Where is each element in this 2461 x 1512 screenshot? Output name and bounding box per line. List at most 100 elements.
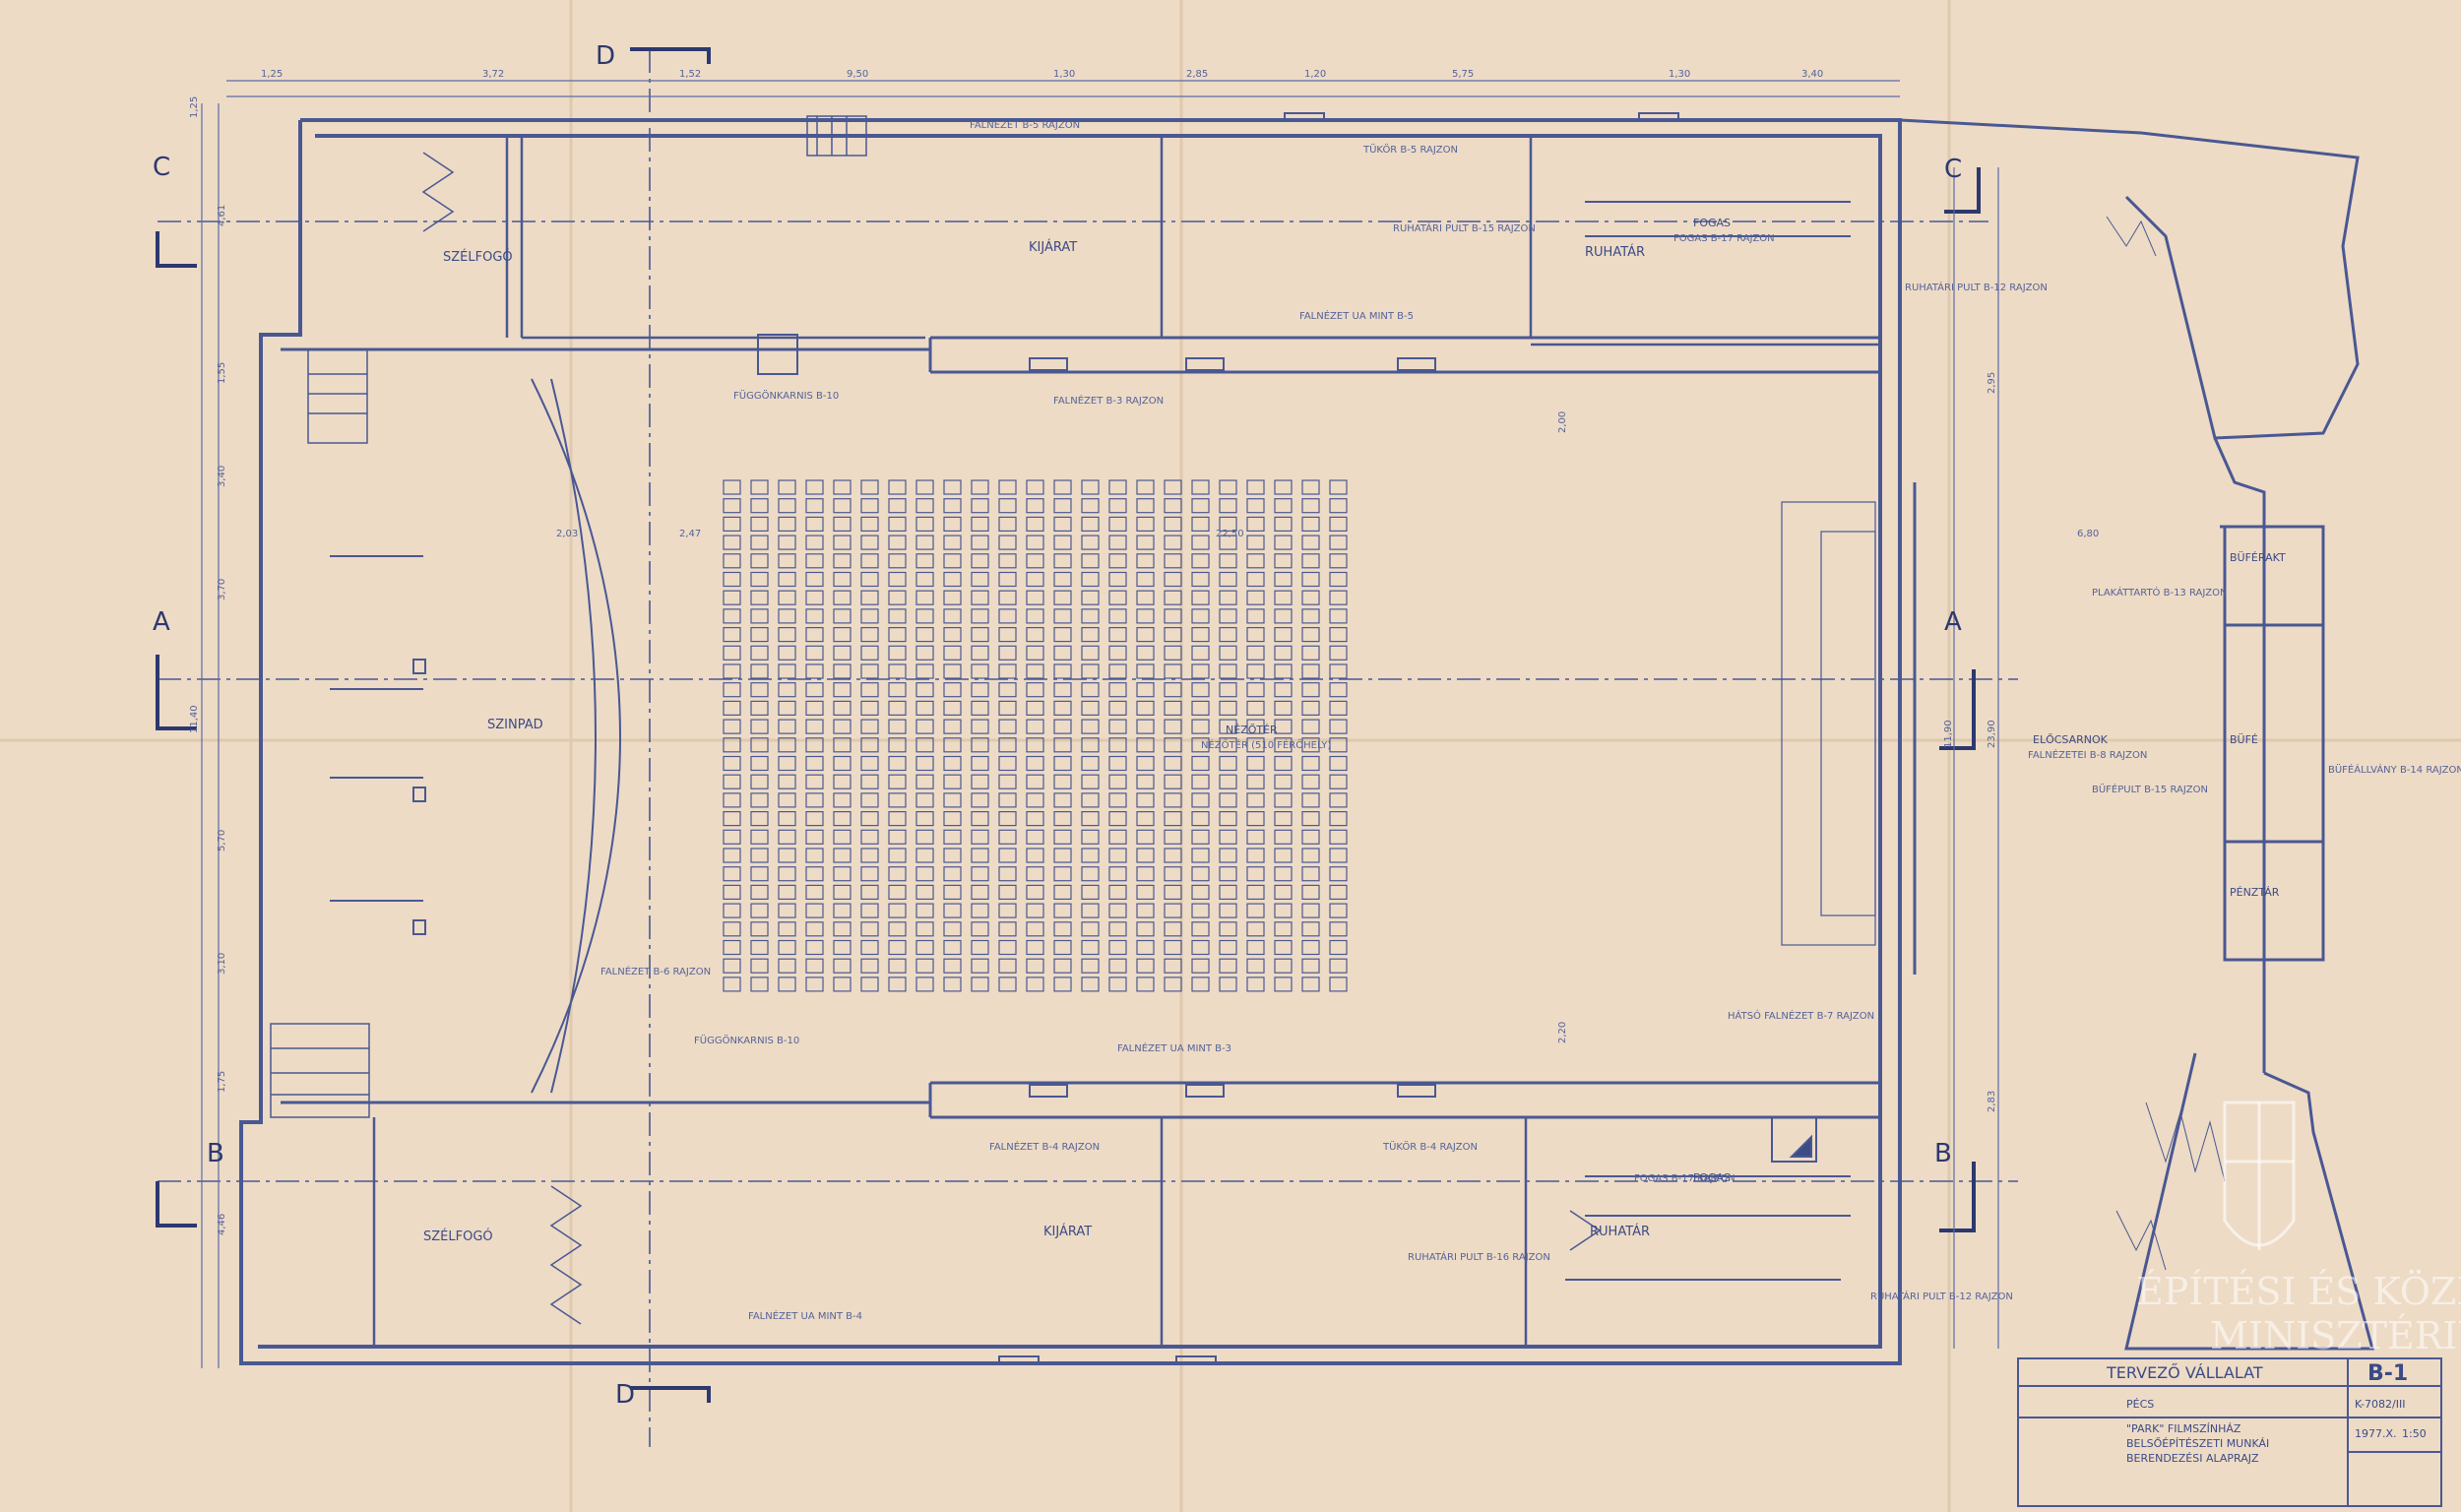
annotation: FALNÉZET UA MINT B-5 xyxy=(1299,309,1414,322)
room-label: SZINPAD xyxy=(487,718,543,732)
seat xyxy=(1246,774,1265,789)
seat xyxy=(971,866,989,882)
seat xyxy=(915,590,934,605)
seat xyxy=(1081,479,1100,495)
seat xyxy=(943,848,962,863)
seat xyxy=(915,774,934,789)
seat xyxy=(1246,571,1265,588)
seat xyxy=(833,645,852,661)
seat xyxy=(1274,719,1293,734)
seat xyxy=(888,866,907,882)
seat xyxy=(971,939,989,956)
seat xyxy=(1053,792,1072,808)
seat xyxy=(915,682,934,698)
side-seating xyxy=(1781,501,1876,946)
seat xyxy=(1191,516,1210,533)
dimension-label: 23,90 xyxy=(1987,720,1997,748)
seat xyxy=(1246,645,1265,661)
seat xyxy=(1081,737,1100,753)
seat xyxy=(1081,682,1100,698)
seat xyxy=(1081,774,1100,789)
seat xyxy=(1191,755,1210,772)
seat xyxy=(1026,810,1044,827)
seat xyxy=(998,810,1017,827)
seat xyxy=(1136,571,1155,588)
seat xyxy=(1026,535,1044,550)
seat xyxy=(1108,958,1127,974)
section-mark-a: A xyxy=(153,607,170,637)
title-block-frame xyxy=(2017,1357,2442,1507)
seat xyxy=(1329,479,1348,495)
seat xyxy=(1246,535,1265,550)
section-flags xyxy=(156,47,1981,1403)
seat xyxy=(1219,939,1237,956)
dimension-label: 1,30 xyxy=(1053,69,1075,80)
seat xyxy=(1301,498,1320,514)
seat xyxy=(1053,884,1072,901)
dimension-label: 5,70 xyxy=(217,830,227,851)
seat xyxy=(750,737,769,753)
seat xyxy=(915,921,934,937)
title-drawing-no: K-7082/III xyxy=(2355,1398,2405,1411)
seat xyxy=(1053,479,1072,495)
seat xyxy=(888,516,907,533)
seat xyxy=(778,939,796,956)
dimension-label: 1,55 xyxy=(217,362,227,384)
lower-rooms xyxy=(372,1117,1528,1347)
seat xyxy=(888,590,907,605)
seat xyxy=(833,774,852,789)
seat xyxy=(860,939,879,956)
upper-rooms xyxy=(505,136,1880,346)
seat xyxy=(750,958,769,974)
seat xyxy=(1026,479,1044,495)
seat xyxy=(723,663,741,679)
seat xyxy=(805,719,824,734)
seat xyxy=(750,719,769,734)
seat xyxy=(1329,608,1348,624)
seat xyxy=(1329,663,1348,679)
seat xyxy=(1274,792,1293,808)
seat xyxy=(1329,535,1348,550)
seat xyxy=(888,645,907,661)
seat xyxy=(971,792,989,808)
seat xyxy=(805,774,824,789)
foyer-annex xyxy=(1899,118,2374,1351)
seat xyxy=(860,626,879,643)
seat xyxy=(1164,921,1182,937)
auditorium-walls xyxy=(281,336,1917,1119)
seat xyxy=(723,737,741,753)
seat xyxy=(833,810,852,827)
seat xyxy=(1219,774,1237,789)
seat xyxy=(1246,737,1265,753)
seat xyxy=(1191,921,1210,937)
seat xyxy=(1191,774,1210,789)
seat xyxy=(971,608,989,624)
seat xyxy=(1081,553,1100,569)
top-dimensions: 1,25 3,72 1,52 9,50 1,30 2,85 1,20 5,75 … xyxy=(261,69,1823,80)
seat xyxy=(915,626,934,643)
seat xyxy=(860,590,879,605)
seat xyxy=(1081,608,1100,624)
seat xyxy=(888,571,907,588)
seat-column xyxy=(1191,479,1210,992)
seat xyxy=(750,976,769,992)
seat xyxy=(915,848,934,863)
dimension-label: 3,10 xyxy=(217,953,227,975)
seat xyxy=(1274,866,1293,882)
seat xyxy=(860,553,879,569)
seat-column xyxy=(1053,479,1072,992)
seat xyxy=(1136,884,1155,901)
seat xyxy=(860,719,879,734)
seat xyxy=(1219,903,1237,918)
seat xyxy=(723,535,741,550)
seat xyxy=(1274,553,1293,569)
dimension-label: 1,25 xyxy=(261,69,283,80)
seat xyxy=(998,976,1017,992)
seat xyxy=(1053,866,1072,882)
room-label: RUHATÁR xyxy=(1590,1224,1650,1239)
seat xyxy=(1246,976,1265,992)
seat xyxy=(888,535,907,550)
seat xyxy=(915,498,934,514)
seat xyxy=(1053,553,1072,569)
seat xyxy=(805,810,824,827)
